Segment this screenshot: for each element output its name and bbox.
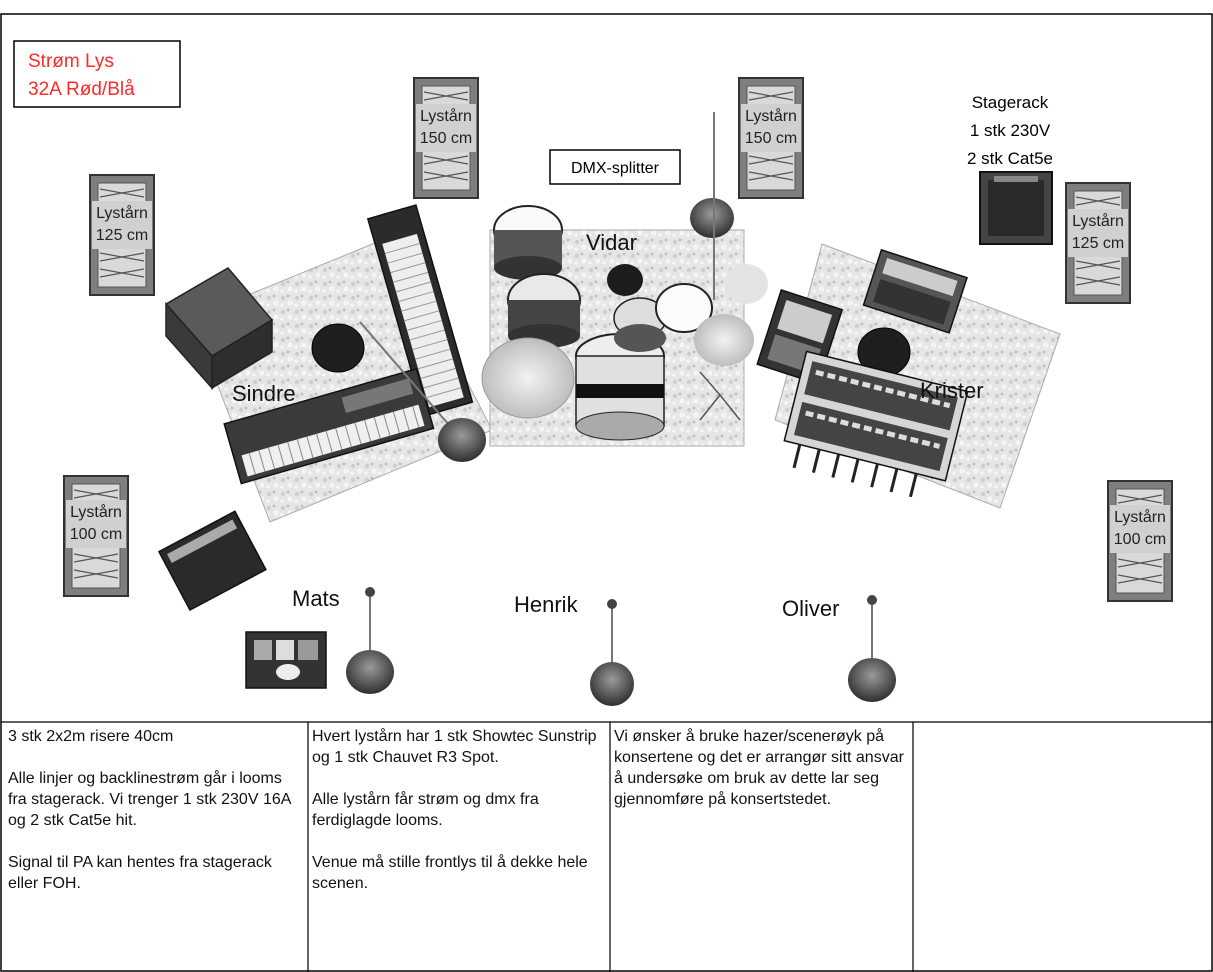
page-frame [0, 13, 1213, 972]
vocal-mic-stand-mats [346, 587, 394, 694]
stagerack-line1: Stagerack [972, 93, 1049, 112]
power-box-line1: Strøm Lys [28, 51, 114, 72]
notes-table-grid [1, 721, 1212, 972]
tower-label-line1: Lystårn [96, 204, 148, 222]
light-tower-100-left: Lystårn 100 cm [63, 475, 129, 597]
musician-sindre: Sindre [232, 381, 296, 406]
tower-label-line1: Lystårn [1072, 212, 1124, 230]
musician-oliver: Oliver [782, 596, 839, 621]
note-paragraph: 3 stk 2x2m risere 40cm [8, 728, 174, 745]
note-paragraph: Hvert lystårn har 1 stk Showtec Sunstrip… [312, 728, 597, 766]
notes-column-3: Vi ønsker å bruke hazer/scenerøyk på kon… [612, 722, 910, 972]
notes-column-1: 3 stk 2x2m risere 40cm Alle linjer og ba… [6, 722, 304, 972]
note-paragraph: Alle linjer og backlinestrøm går i looms… [8, 770, 291, 829]
vocal-mic-stand-oliver [848, 595, 896, 702]
keyboard-lower-icon [223, 367, 435, 485]
keyboard-upper-icon [366, 204, 474, 417]
stool-icon [311, 323, 365, 373]
dmx-splitter-box: DMX-splitter [549, 149, 681, 185]
tower-label-line1: Lystårn [1114, 508, 1166, 526]
light-tower-100-right: Lystårn 100 cm [1107, 480, 1173, 602]
light-tower-150-right: Lystårn 150 cm [738, 77, 804, 199]
stagerack-label: Stagerack 1 stk 230V 2 stk Cat5e [967, 93, 1053, 168]
notes-column-4 [915, 722, 1209, 972]
notes-column-2: Hvert lystårn har 1 stk Showtec Sunstrip… [310, 722, 606, 972]
tower-label-line1: Lystårn [420, 107, 472, 125]
power-box-line2: 32A Rød/Blå [28, 79, 135, 100]
pedalboard-icon [245, 631, 327, 689]
note-paragraph: Venue må stille frontlys til å dekke hel… [312, 854, 588, 892]
musician-vidar: Vidar [586, 230, 637, 255]
stagerack-line3: 2 stk Cat5e [967, 149, 1053, 168]
power-box: Strøm Lys 32A Rød/Blå [13, 40, 181, 108]
tower-label-line2: 150 cm [745, 130, 797, 147]
tower-label-line2: 100 cm [70, 526, 122, 543]
mic-stand-icon [359, 321, 486, 462]
tower-label-line2: 100 cm [1114, 531, 1166, 548]
bass-amp-icon [157, 510, 267, 611]
dmx-splitter-label: DMX-splitter [571, 160, 660, 177]
musician-henrik: Henrik [514, 592, 579, 617]
keyboard-rig-icon [783, 350, 969, 498]
note-paragraph: Alle lystårn får strøm og dmx fra ferdig… [312, 791, 539, 829]
tower-label-line1: Lystårn [70, 503, 122, 521]
musician-krister: Krister [920, 378, 984, 403]
light-tower-150-left: Lystårn 150 cm [413, 77, 479, 199]
light-tower-125-left: Lystårn 125 cm [89, 174, 155, 296]
drum-kit-icon [481, 112, 768, 441]
light-tower-125-right: Lystårn 125 cm [1065, 182, 1131, 304]
note-paragraph: Signal til PA kan hentes fra stagerack e… [8, 854, 272, 892]
musician-mats: Mats [292, 586, 340, 611]
vocal-mic-stand-henrik [590, 599, 634, 706]
stagerack-line2: 1 stk 230V [970, 121, 1051, 140]
tower-label-line2: 125 cm [96, 227, 148, 244]
tower-label-line2: 150 cm [420, 130, 472, 147]
stagerack-icon [979, 171, 1053, 245]
note-paragraph: Vi ønsker å bruke hazer/scenerøyk på kon… [614, 728, 904, 808]
tower-label-line2: 125 cm [1072, 235, 1124, 252]
guitar-amp-icon [862, 248, 968, 334]
keyboard-amp-icon [164, 267, 274, 390]
tower-label-line1: Lystårn [745, 107, 797, 125]
